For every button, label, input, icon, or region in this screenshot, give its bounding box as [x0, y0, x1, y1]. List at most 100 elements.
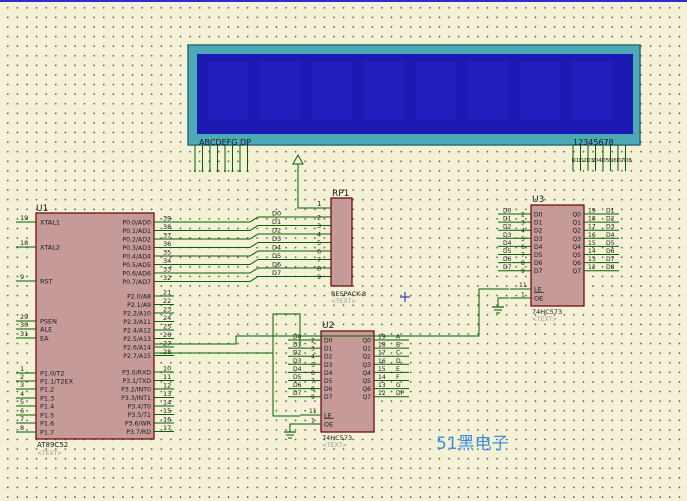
u1-pin-num: 9 [20, 273, 24, 281]
p0-bus-wire [174, 225, 331, 231]
u1-pin-num: 2 [20, 373, 24, 381]
latch-input-num: 7 [521, 252, 525, 259]
latch-output-num: 12 [378, 390, 386, 397]
latch-input-label: D2 [293, 350, 302, 357]
lcd-digit-cell [416, 62, 456, 120]
p0-bus-label: D1 [272, 218, 281, 226]
latch-output-name: Q2 [572, 228, 581, 235]
u1-p0-pin-name: P0.4/AD4 [122, 254, 151, 261]
lcd-segment-pin-end [201, 170, 204, 172]
u1-ref: U1 [36, 204, 48, 214]
u1-p0-pin-name: P0.3/AD3 [122, 245, 151, 252]
u1-pin-name: P1.5 [40, 412, 54, 420]
latch-input-name: D0 [324, 338, 333, 345]
u1-p2-pin-num: 22 [163, 297, 171, 305]
u1-p3-pin-name: P3.1/TXD [123, 378, 152, 385]
rp1-pin-num: 3 [317, 222, 321, 230]
latch-input-name: D3 [534, 236, 543, 243]
p0-bus-wire [174, 259, 331, 265]
p0-bus-wire [174, 242, 331, 248]
latch-output-name: Q7 [362, 394, 371, 401]
p0-bus-wire [174, 267, 331, 274]
latch-output-label: E [396, 366, 400, 373]
lcd-segment-pin-end [224, 170, 226, 172]
u1-p3-pin-name: P3.5/T1 [128, 412, 151, 419]
u1-left-pins: 19XTAL118XTAL29RST29PSEN30ALE31EA1P1.0/T… [16, 214, 74, 437]
latch-le-name: LE [534, 286, 542, 294]
u1-p3-pin-name: P3.6/WR [125, 421, 152, 428]
latch-output-name: Q3 [362, 362, 371, 369]
latch-output-num: 12 [588, 264, 596, 271]
u1-pin-name: XTAL1 [40, 219, 60, 227]
latch-output-label: B [396, 342, 400, 349]
latch-input-num: 2 [311, 338, 315, 345]
lcd-digit-pin-label: D2 [579, 158, 587, 164]
latch-input-label: D4 [503, 240, 512, 247]
latch-output-label: C [396, 350, 400, 357]
rp1-pin1-num: 1 [317, 200, 321, 208]
latch-output-label: G [396, 382, 401, 389]
u3-ref: U3 [532, 195, 544, 205]
latch-output-label: D2 [606, 216, 615, 223]
latch-input-name: D6 [534, 260, 543, 267]
u2-body [320, 330, 375, 433]
p0-bus-label: D7 [272, 269, 281, 277]
lcd-segment-pins [194, 145, 249, 172]
latch-input-label: D3 [293, 358, 302, 365]
u1-p0-pin-num: 36 [163, 240, 171, 248]
latch-le-num: 11 [309, 408, 317, 415]
latch-input-name: D2 [534, 228, 543, 235]
lcd-digit-cell [208, 62, 248, 120]
latch-output-num: 13 [378, 382, 386, 389]
u1-p3-pin-num: 11 [163, 373, 171, 381]
u1-p2-pin-name: P2.3/A11 [123, 319, 151, 326]
rp1-type: RESPACK-8 [331, 290, 366, 298]
u1-microcontroller[interactable]: U1 AT89C52 <TEXT> 19XTAL118XTAL29RST29PS… [16, 204, 174, 457]
latch-input-num: 4 [311, 354, 315, 361]
lcd-segment-pin-end [231, 170, 234, 172]
latch-output-label: D8 [606, 264, 615, 271]
latch-input-label: D5 [293, 374, 302, 381]
latch-output-name: Q0 [362, 338, 371, 345]
u1-p0-pin-name: P0.1/AD1 [122, 228, 151, 235]
latch-output-num: 15 [588, 240, 596, 247]
rp1-pin-num: 2 [317, 214, 321, 222]
latch-output-name: Q6 [572, 260, 581, 267]
latch-output-name: Q7 [572, 268, 581, 275]
p0-bus-label: D5 [272, 252, 281, 260]
u1-pin-num: 3 [20, 381, 24, 389]
u1-p2-pin-name: P2.5/A13 [123, 336, 151, 343]
u1-p2-pin-name: P2.6/A14 [123, 345, 151, 352]
p0-bus-label: D2 [272, 227, 281, 235]
rp1-pin-num: 7 [317, 256, 321, 264]
lcd-arrow-marker [292, 153, 304, 165]
latch-output-num: 18 [588, 216, 596, 223]
lcd-digit-cell [260, 62, 300, 120]
u1-p3-pin-num: 12 [163, 382, 171, 390]
u1-pin-name: P1.2 [40, 386, 54, 394]
p0-bus-wire [174, 250, 331, 257]
u1-p0-pin-name: P0.6/AD6 [122, 271, 151, 278]
latch-output-name: Q6 [362, 386, 371, 393]
p0-bus-wire [174, 216, 331, 223]
latch-output-label: D6 [606, 248, 615, 255]
latch-input-num: 3 [521, 220, 525, 227]
u1-p2-pin-num: 28 [163, 348, 171, 356]
u1-pin-num: 31 [20, 330, 28, 338]
u1-p3-pin-name: P3.0/RXD [122, 370, 151, 377]
u1-pin-num: 30 [20, 321, 28, 329]
u1-pin-num: 7 [20, 415, 24, 423]
lcd-digit-cell [364, 62, 404, 120]
latch-output-name: Q1 [572, 220, 581, 227]
latch-input-label: D1 [503, 216, 512, 223]
